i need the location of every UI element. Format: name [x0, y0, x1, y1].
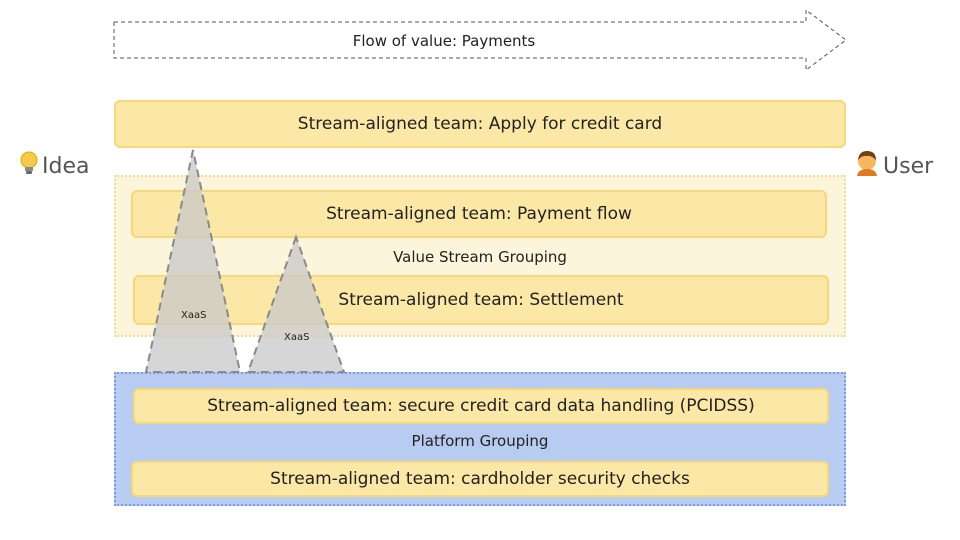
team-cardholder-security-checks: Stream-aligned team: cardholder security… [131, 461, 829, 497]
team-payment-flow: Stream-aligned team: Payment flow [131, 190, 827, 238]
team-label: Stream-aligned team: secure credit card … [207, 396, 755, 416]
team-label: Stream-aligned team: Apply for credit ca… [297, 114, 663, 134]
flow-label: Flow of value: Payments [352, 32, 536, 50]
flow-arrow [113, 9, 847, 71]
team-settlement: Stream-aligned team: Settlement [133, 275, 829, 325]
team-label: Stream-aligned team: cardholder security… [270, 469, 690, 489]
user-text: User [883, 153, 934, 179]
platform-grouping: Stream-aligned team: secure credit card … [114, 372, 846, 506]
idea-text: Idea [42, 153, 90, 179]
xaas-label-left: XaaS [181, 310, 207, 321]
idea-label: Idea [18, 150, 89, 182]
user-label: User [853, 150, 933, 182]
team-label: Stream-aligned team: Settlement [338, 290, 624, 310]
person-icon [853, 150, 881, 182]
value-stream-grouping-label: Value Stream Grouping [393, 248, 567, 266]
lightbulb-icon [18, 150, 40, 182]
value-stream-grouping: Stream-aligned team: Payment flow Value … [114, 175, 846, 337]
team-pcidss: Stream-aligned team: secure credit card … [133, 388, 829, 424]
team-apply-for-credit-card: Stream-aligned team: Apply for credit ca… [114, 100, 846, 148]
platform-grouping-label: Platform Grouping [411, 432, 549, 450]
team-label: Stream-aligned team: Payment flow [326, 204, 632, 224]
xaas-label-right: XaaS [284, 332, 310, 343]
